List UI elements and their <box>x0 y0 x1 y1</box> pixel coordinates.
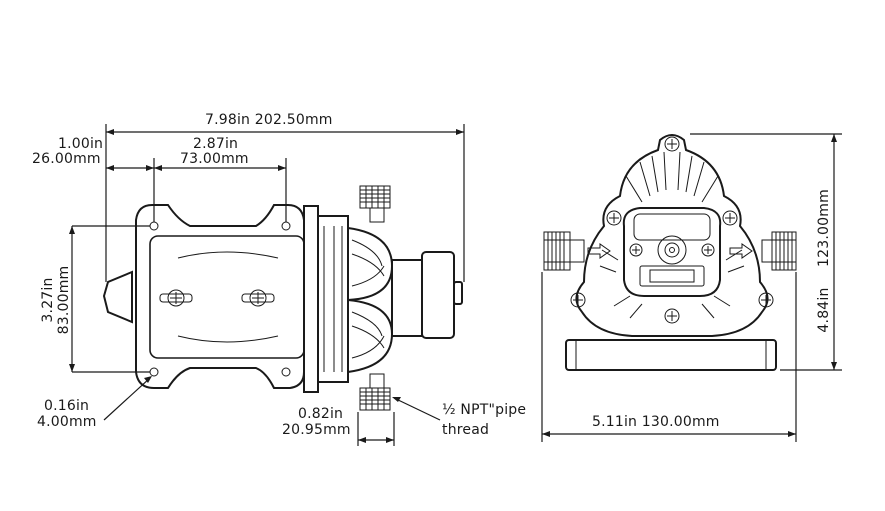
motor-end-cap <box>102 270 133 324</box>
top-threaded-port <box>359 185 391 223</box>
pump-head-dome <box>347 298 394 374</box>
side-view <box>102 185 463 411</box>
outlet-nub <box>453 281 463 305</box>
port-width-in-label: 0.82in <box>298 406 343 422</box>
side-view-dimensions <box>69 124 465 446</box>
outlet-cap <box>421 251 455 339</box>
front-view <box>543 134 797 371</box>
pump-head-dome <box>347 226 394 302</box>
mount-height-in-label: 3.27in <box>40 277 56 322</box>
front-height-in-label: 4.84in <box>816 287 832 332</box>
outlet-housing <box>391 259 423 337</box>
hole-dia-mm-label: 4.00mm <box>37 414 97 430</box>
mount-height-mm-label: 83.00mm <box>56 266 72 335</box>
flange-plate <box>317 215 349 383</box>
screw-icon <box>570 292 586 308</box>
thread-label-line1: ½ NPT"pipe <box>442 402 526 418</box>
front-width-label: 5.11in 130.00mm <box>592 414 720 430</box>
switch-knob <box>657 235 687 265</box>
front-height-mm-label: 123.00mm <box>816 189 832 267</box>
bottom-threaded-port <box>359 373 391 411</box>
outlet-flow-arrow-icon <box>729 243 753 259</box>
mount-offset-mm-label: 26.00mm <box>32 151 101 167</box>
switch-label-plate <box>639 265 705 287</box>
screw-icon <box>241 289 275 307</box>
overall-length-label: 7.98in 202.50mm <box>205 112 333 128</box>
screw-icon <box>722 210 738 226</box>
mounting-base <box>135 204 305 389</box>
front-base <box>565 339 777 371</box>
mount-offset-in-label: 1.00in <box>58 136 103 152</box>
screw-icon <box>606 210 622 226</box>
inlet-flow-arrow-icon <box>587 243 611 259</box>
thread-label-line2: thread <box>442 422 489 438</box>
mount-spacing-in-label: 2.87in <box>193 136 238 152</box>
front-view-dimensions <box>541 133 842 442</box>
screw-icon <box>701 243 715 257</box>
left-threaded-port <box>543 231 585 271</box>
flange-plate <box>303 205 319 393</box>
screw-icon <box>664 308 680 324</box>
hole-dia-in-label: 0.16in <box>44 398 89 414</box>
right-threaded-port <box>761 231 797 271</box>
screw-icon <box>758 292 774 308</box>
screw-icon <box>159 289 193 307</box>
mount-hole-bottom-right <box>281 367 291 377</box>
port-width-mm-label: 20.95mm <box>282 422 351 438</box>
screw-icon <box>664 136 680 152</box>
screw-icon <box>629 243 643 257</box>
mount-spacing-mm-label: 73.00mm <box>180 151 249 167</box>
